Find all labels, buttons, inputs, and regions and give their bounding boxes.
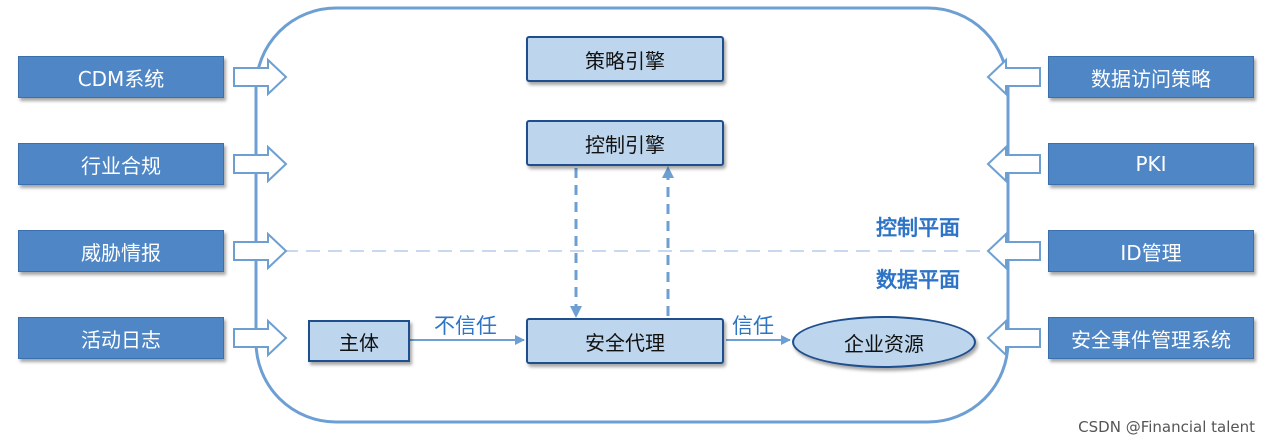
right-arrow-4 xyxy=(986,318,1041,358)
watermark: CSDN @Financial talent xyxy=(1078,418,1255,436)
enterprise-resource-label: 企业资源 xyxy=(844,331,924,356)
trust-boundary-container xyxy=(254,6,1010,424)
security-proxy: 安全代理 xyxy=(526,318,724,364)
security-proxy-label: 安全代理 xyxy=(585,330,665,355)
input-pki-label: PKI xyxy=(1135,152,1167,176)
left-arrow-4 xyxy=(233,318,288,358)
control-engine: 控制引擎 xyxy=(526,120,724,166)
input-siem-label: 安全事件管理系统 xyxy=(1071,327,1231,352)
data-plane-label: 数据平面 xyxy=(876,268,960,292)
policy-engine-label: 策略引擎 xyxy=(585,48,665,73)
trusted-label: 信任 xyxy=(732,314,774,338)
input-activity-logs: 活动日志 xyxy=(18,317,224,359)
input-activity-logs-label: 活动日志 xyxy=(81,327,161,352)
subject-label: 主体 xyxy=(339,330,379,355)
input-siem: 安全事件管理系统 xyxy=(1048,317,1254,359)
left-arrow-2 xyxy=(233,144,288,184)
left-arrow-1 xyxy=(233,57,288,97)
enterprise-resource: 企业资源 xyxy=(792,316,976,368)
control-engine-label: 控制引擎 xyxy=(585,132,665,157)
right-arrow-2 xyxy=(986,144,1041,184)
left-input-arrows xyxy=(233,57,288,358)
input-cdm-system-label: CDM系统 xyxy=(77,66,165,91)
control-plane-label: 控制平面 xyxy=(876,216,960,240)
subject-box: 主体 xyxy=(308,320,410,362)
right-arrow-3 xyxy=(986,231,1041,271)
input-id-management-label: ID管理 xyxy=(1120,240,1182,265)
right-input-arrows xyxy=(986,57,1041,358)
input-data-access-policy-label: 数据访问策略 xyxy=(1091,66,1211,91)
untrusted-label: 不信任 xyxy=(434,314,497,338)
input-id-management: ID管理 xyxy=(1048,230,1254,272)
input-threat-intelligence-label: 威胁情报 xyxy=(81,240,161,265)
input-data-access-policy: 数据访问策略 xyxy=(1048,56,1254,98)
right-arrow-1 xyxy=(986,57,1041,97)
input-cdm-system: CDM系统 xyxy=(18,56,224,98)
left-arrow-3 xyxy=(233,231,288,271)
input-industry-compliance-label: 行业合规 xyxy=(81,153,161,178)
policy-engine: 策略引擎 xyxy=(526,36,724,82)
input-threat-intelligence: 威胁情报 xyxy=(18,230,224,272)
input-pki: PKI xyxy=(1048,143,1254,185)
input-industry-compliance: 行业合规 xyxy=(18,143,224,185)
